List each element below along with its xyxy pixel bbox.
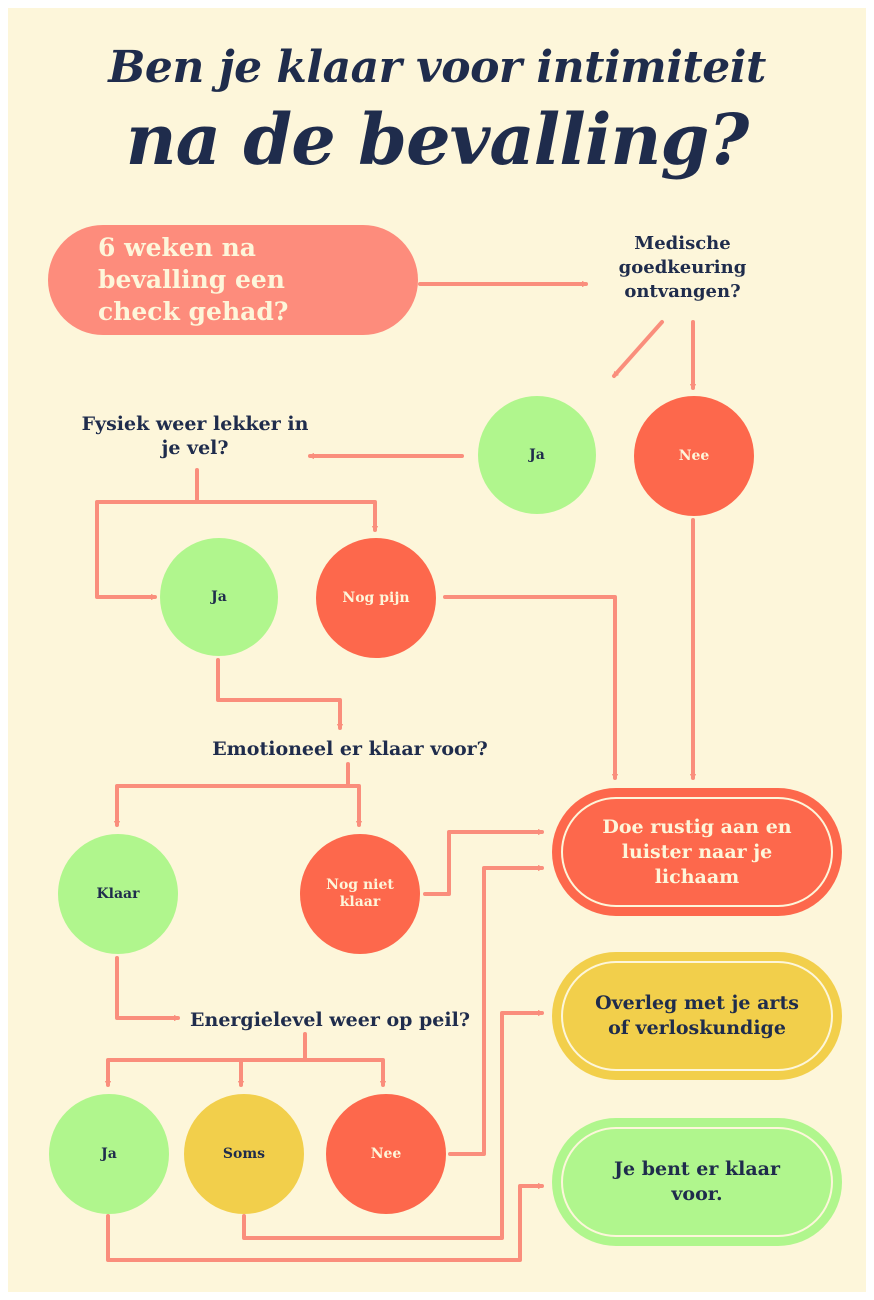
outcome-consult-text: Overleg met je arts of verloskundige — [595, 992, 799, 1039]
answer-energy-sometimes-label: Soms — [222, 1145, 266, 1162]
arrow-physical-to-pain — [195, 500, 378, 532]
start-box: 6 weken na bevalling een check gehad? — [48, 225, 418, 335]
answer-medical-yes-label: Ja — [529, 446, 545, 463]
outcome-ready-text: Je bent er klaar voor. — [614, 1158, 780, 1205]
question-medical: Medische goedkeuring ontvangen? — [618, 233, 747, 302]
answer-medical-no-label: Nee — [678, 447, 710, 464]
outcome-slow-down-text: Doe rustig aan en luister naar je lichaa… — [602, 815, 792, 888]
arrow-soms-to-consult — [242, 1010, 544, 1240]
question-emotional: Emotioneel er klaar voor? — [212, 738, 488, 760]
arrow-energy-nee-to-slowdown — [448, 865, 544, 1156]
question-energy: Energielevel weer op peil? — [190, 1009, 470, 1031]
outcome-consult-border — [561, 961, 833, 1071]
arrow-emotional-to-notready — [346, 784, 362, 827]
outcome-slow-down: Doe rustig aan en luister naar je lichaa… — [552, 788, 842, 916]
answer-energy-no: Nee — [326, 1094, 446, 1214]
arrow-energy-to-options — [105, 1032, 307, 1087]
answer-emotional-ready: Klaar — [58, 834, 178, 954]
arrow-emotional-to-ready — [114, 762, 350, 827]
answer-physical-yes: Ja — [160, 538, 278, 656]
arrow-physical-to-ja — [95, 468, 199, 600]
answer-energy-sometimes: Soms — [184, 1094, 304, 1214]
answer-energy-yes: Ja — [49, 1094, 169, 1214]
arrow-energy-to-nee — [303, 1058, 386, 1087]
answer-energy-no-label: Nee — [370, 1145, 402, 1162]
arrow-ja-to-emotional — [216, 658, 343, 730]
answer-physical-pain: Nog pijn — [316, 538, 436, 658]
answer-emotional-not-ready: Nog niet klaar — [300, 834, 420, 954]
answer-medical-no: Nee — [634, 396, 754, 516]
title-line-1: Ben je klaar voor intimiteit — [108, 42, 766, 93]
answer-medical-yes: Ja — [478, 396, 596, 514]
answer-physical-pain-label: Nog pijn — [342, 589, 410, 606]
outcome-slow-down-border — [561, 797, 833, 907]
answer-emotional-not-ready-label: Nog niet klaar — [326, 877, 394, 910]
title-line-2: na de bevalling? — [125, 98, 750, 181]
answer-energy-yes-label: Ja — [101, 1145, 117, 1162]
arrow-medical-to-ja — [612, 320, 664, 378]
answer-physical-yes-label: Ja — [211, 588, 227, 605]
question-physical: Fysiek weer lekker in je vel? — [81, 413, 309, 459]
outcome-ready: Je bent er klaar voor. — [552, 1118, 842, 1246]
arrow-notready-to-slowdown — [423, 829, 544, 896]
arrow-ja-to-ready — [106, 1183, 544, 1262]
arrow-pain-to-slowdown — [443, 595, 618, 780]
start-box-text: 6 weken na bevalling een check gehad? — [98, 233, 289, 326]
answer-emotional-ready-label: Klaar — [96, 885, 140, 902]
outcome-ready-border — [561, 1127, 833, 1237]
arrow-ready-to-energy — [115, 956, 180, 1021]
outcome-consult: Overleg met je arts of verloskundige — [552, 952, 842, 1080]
